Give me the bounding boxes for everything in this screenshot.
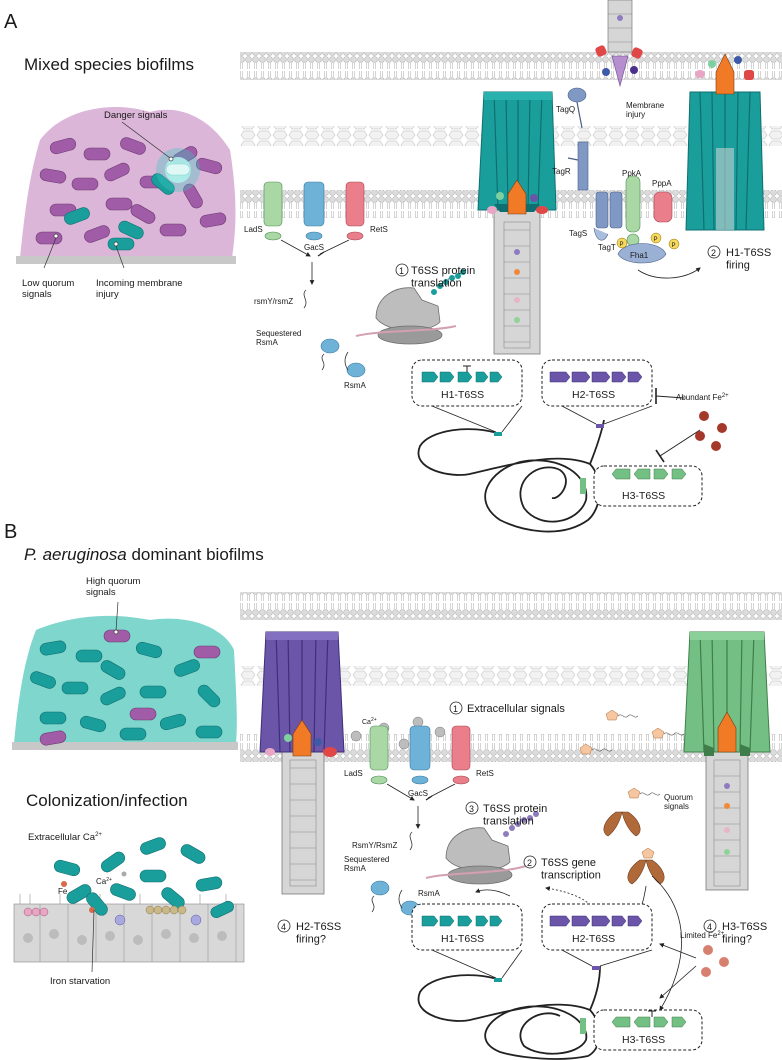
limited-iron-ions bbox=[701, 945, 729, 977]
gene-h3-label-b: H3-T6SS bbox=[622, 1034, 665, 1046]
danger-signals-label: Danger signals bbox=[104, 110, 168, 121]
gene-box-h2-b: H2-T6SS bbox=[541, 903, 653, 951]
rets-label-b: RetS bbox=[476, 769, 494, 778]
h1-t6ss-complex bbox=[477, 91, 557, 355]
step4-right-num: 4 bbox=[707, 922, 712, 932]
ribosome-a bbox=[355, 269, 466, 345]
step4-right: 4 bbox=[703, 919, 717, 933]
chromosome-b bbox=[417, 965, 601, 1060]
panel-a-letter: A bbox=[4, 11, 18, 33]
outer-membrane-a bbox=[240, 52, 782, 80]
step3-b: 3 bbox=[465, 801, 479, 815]
extracellular-ca-label: Extracellular Ca2+ bbox=[28, 832, 102, 843]
step1-a: 1 bbox=[395, 263, 409, 277]
h2-t6ss-complex bbox=[259, 631, 345, 895]
gacs-label-a: GacS bbox=[304, 243, 324, 252]
panel-a-title: Mixed species biofilms bbox=[24, 55, 194, 74]
rsma-label-b: RsmA bbox=[418, 889, 440, 898]
step3-b-num: 3 bbox=[469, 804, 474, 814]
step4-left: 4 bbox=[277, 919, 291, 933]
tagq-label: TagQ bbox=[556, 105, 575, 114]
step1-b: 1 bbox=[449, 701, 463, 715]
gacs-label-b: GacS bbox=[408, 789, 428, 798]
receptors-a bbox=[263, 181, 365, 241]
tag-proteins: P P P bbox=[567, 87, 680, 264]
gene-box-h1-b: H1-T6SS bbox=[411, 903, 523, 951]
step1-a-num: 1 bbox=[399, 266, 404, 276]
panel-b-letter: B bbox=[4, 521, 17, 543]
ribosome-b bbox=[425, 811, 539, 885]
rsma-b bbox=[370, 880, 420, 916]
lads-label-b: LadS bbox=[344, 769, 363, 778]
pa-dominant-biofilm bbox=[12, 615, 238, 750]
tagt-label: TagT bbox=[598, 243, 616, 252]
lads-label-a: LadS bbox=[244, 225, 263, 234]
step1-b-label: Extracellular signals bbox=[467, 703, 565, 715]
iron-abundant-ions bbox=[695, 411, 727, 451]
tagr-label: TagR bbox=[552, 167, 571, 176]
phospho-2: P bbox=[654, 237, 658, 243]
gene-box-h1-a: H1-T6SS bbox=[411, 359, 523, 407]
rsma-a bbox=[320, 338, 366, 378]
receptors-b bbox=[369, 725, 471, 785]
gene-box-h3-a: H3-T6SS bbox=[593, 465, 703, 507]
gene-box-h2-a: H2-T6SS bbox=[541, 359, 653, 407]
colonization-title: Colonization/infection bbox=[26, 791, 188, 810]
gene-h2-label-b: H2-T6SS bbox=[572, 933, 615, 945]
fha1-label: Fha1 bbox=[630, 251, 649, 260]
h1-t6ss-fired bbox=[685, 53, 765, 231]
mixed-biofilm bbox=[16, 107, 236, 264]
host-molecules bbox=[23, 871, 202, 926]
ca-label: Ca2+ bbox=[96, 877, 112, 886]
rsm-rna-label-b: RsmY/RsmZ bbox=[352, 841, 397, 850]
chromosome-a bbox=[417, 419, 605, 533]
epithelium bbox=[13, 894, 245, 963]
rets-label-a: RetS bbox=[370, 225, 388, 234]
step2-b-num: 2 bbox=[527, 858, 532, 868]
phospho-1: P bbox=[620, 242, 624, 248]
rsma-label-a: RsmA bbox=[344, 381, 366, 390]
gene-box-h3-b: H3-T6SS bbox=[593, 1009, 703, 1051]
ppka-label: PpkA bbox=[622, 169, 642, 178]
abundant-iron-label: Abundant Fe2+ bbox=[676, 393, 729, 402]
step2-a-num: 2 bbox=[711, 248, 716, 258]
outer-membrane-b bbox=[240, 592, 782, 620]
iron-starvation-label: Iron starvation bbox=[50, 976, 110, 987]
gene-h1-label-a: H1-T6SS bbox=[441, 389, 484, 401]
quorum-signal-molecules bbox=[579, 709, 685, 885]
tags-label: TagS bbox=[569, 229, 587, 238]
gene-h1-label-b: H1-T6SS bbox=[441, 933, 484, 945]
phospho-3: P bbox=[672, 243, 676, 249]
limited-iron-label: Limited Fe2+ bbox=[680, 931, 725, 940]
step2-b: 2 bbox=[523, 855, 537, 869]
h3-t6ss-complex bbox=[683, 631, 771, 891]
step4-left-num: 4 bbox=[281, 922, 286, 932]
panel-b-title: P. aeruginosa dominant biofilms bbox=[24, 545, 264, 564]
incoming-t6ss-attack bbox=[595, 0, 643, 88]
step1-b-num: 1 bbox=[453, 704, 458, 714]
gene-h2-label-a: H2-T6SS bbox=[572, 389, 615, 401]
rsm-rna-label-a: rsmY/rsmZ bbox=[254, 297, 293, 306]
ca-ion-label-b: Ca2+ bbox=[362, 717, 377, 726]
step2-a: 2 bbox=[707, 245, 721, 259]
fe-label: Fe bbox=[58, 887, 68, 896]
pppa-label: PppA bbox=[652, 179, 672, 188]
peptidoglycan-b bbox=[240, 666, 782, 686]
gene-h3-label-a: H3-T6SS bbox=[622, 490, 665, 502]
